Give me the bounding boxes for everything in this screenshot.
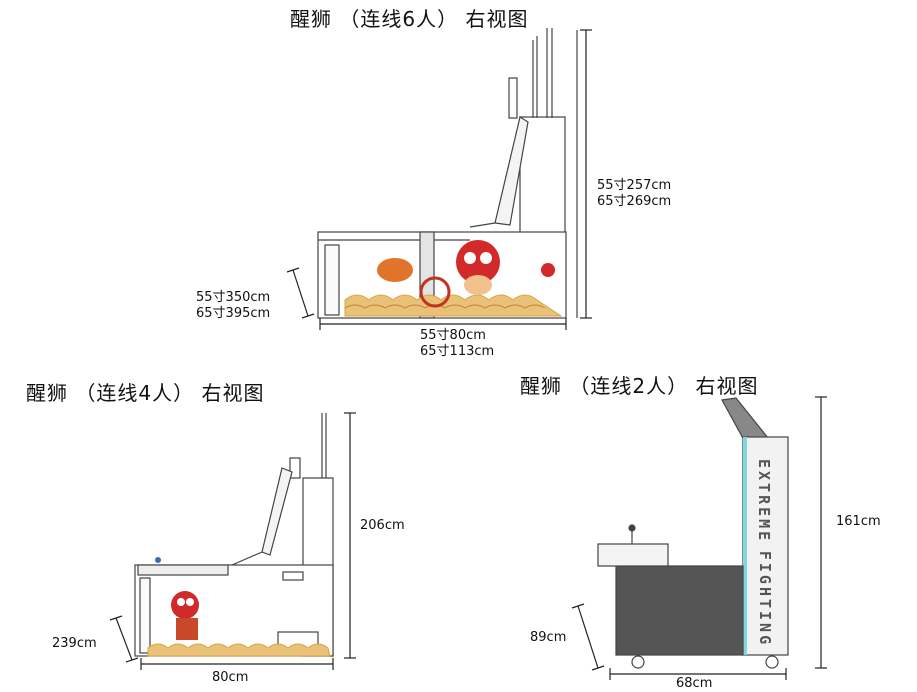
view-2p-width-label: 68cm [676,676,713,691]
view-2p-depth-label: 89cm [530,630,567,645]
view-6p-dimension-lines [286,29,592,330]
view-6p-width-line-1: 55寸80cm [420,328,486,343]
view-6p-artwork [344,240,563,317]
view-6p-cabinet [317,28,578,319]
view-6p-depth-line-1: 55寸350cm [196,290,271,305]
view-4p-height-label: 206cm [360,518,405,533]
view-4p-title: 醒狮 （连线4人） 右视图 [26,381,265,405]
view-4p-cabinet [134,413,334,657]
view-4p-dimension-lines [109,412,356,670]
view-4p-depth-label: 239cm [52,636,97,651]
view-2p-title: 醒狮 （连线2人） 右视图 [520,374,759,398]
view-6p-depth-label: 55寸350cm 65寸395cm [196,290,270,322]
view-2p-dimension-lines [571,396,827,680]
view-6p-depth-line-2: 65寸395cm [196,306,271,321]
view-6p-title: 醒狮 （连线6人） 右视图 [290,7,529,31]
view-6p-height-label: 55寸257cm 65寸269cm [597,178,671,210]
view-4p-artwork [147,557,331,657]
view-2p-cabinet [597,397,789,669]
view-4p-width-label: 80cm [212,670,249,685]
view-2p-height-label: 161cm [836,514,881,529]
view-2p-side-text-fighting: FIGHTING [756,550,774,648]
view-2p-side-text-extreme: EXTREME [755,459,773,544]
view-6p-width-line-2: 65寸113cm [420,344,495,359]
view-6p-height-line-2: 65寸269cm [597,194,672,209]
view-6p-height-line-1: 55寸257cm [597,178,672,193]
view-6p-width-label: 55寸80cm 65寸113cm [420,328,494,360]
